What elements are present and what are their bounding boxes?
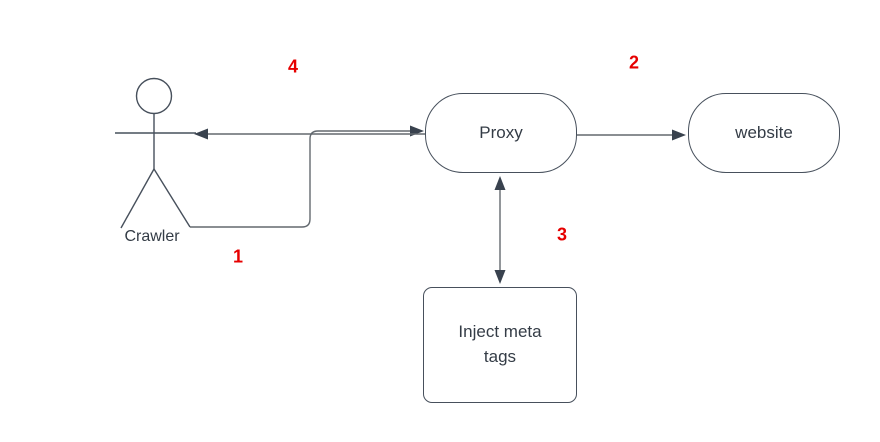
edge-proxy-to-website xyxy=(577,129,686,141)
arrowhead-down-icon xyxy=(494,270,506,284)
node-proxy: Proxy xyxy=(425,93,577,173)
step-number-1: 1 xyxy=(232,246,244,267)
proxy-label: Proxy xyxy=(479,123,523,142)
actor-left-leg xyxy=(120,168,155,229)
edge-proxy-inject-bidirectional xyxy=(494,176,506,284)
crawler-label: Crawler xyxy=(124,228,180,245)
step-number-3: 3 xyxy=(556,224,568,245)
node-inject-meta-tags: Inject meta tags xyxy=(423,287,577,403)
actor-right-leg xyxy=(153,168,191,228)
edge-crawler-to-proxy xyxy=(190,125,424,228)
arrowhead-left-icon xyxy=(194,128,208,140)
step-number-4: 4 xyxy=(287,56,299,77)
arrowhead-right-icon xyxy=(672,129,686,141)
step-number-2: 2 xyxy=(628,52,640,73)
actor-head xyxy=(135,77,173,115)
node-website: website xyxy=(688,93,840,173)
crawler-actor-icon xyxy=(115,77,196,229)
edge-line xyxy=(190,130,411,228)
inject-meta-tags-label: Inject meta tags xyxy=(458,322,542,366)
edge-proxy-to-crawler xyxy=(194,128,425,140)
arrowhead-right-icon xyxy=(410,125,424,137)
website-label: website xyxy=(735,123,793,142)
arrowhead-up-icon xyxy=(494,176,506,190)
